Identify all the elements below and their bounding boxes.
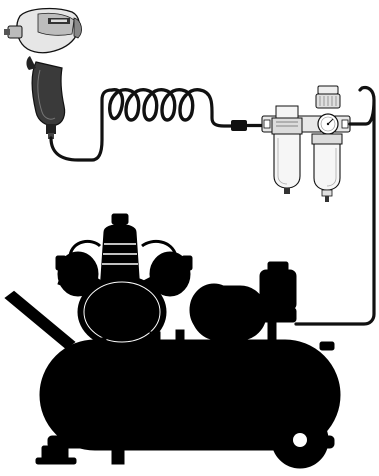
frl-unit-icon [262, 86, 350, 202]
compressor-silhouette-icon [6, 214, 340, 468]
coil-hose-icon [51, 90, 264, 160]
impact-wrench-icon [4, 9, 81, 139]
